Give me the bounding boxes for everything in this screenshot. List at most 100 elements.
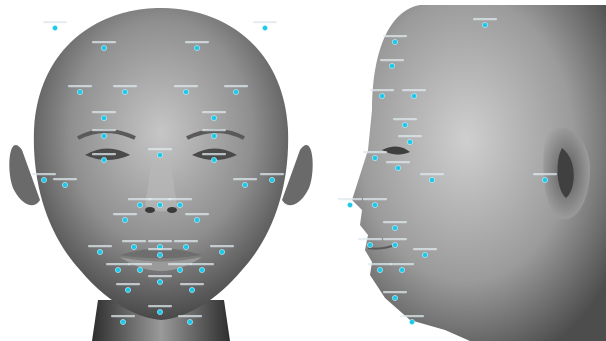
landmark-marker	[211, 133, 216, 138]
landmark-marker	[101, 115, 106, 120]
landmark-marker	[411, 93, 416, 98]
landmark-label-mark	[88, 245, 112, 247]
landmark-marker	[194, 45, 199, 50]
landmark-label-mark	[390, 263, 414, 265]
landmark-label-mark	[260, 173, 284, 175]
landmark-label-mark	[380, 59, 404, 61]
landmark-marker	[189, 287, 194, 292]
landmark-label-mark	[338, 198, 362, 200]
landmark-marker	[77, 89, 82, 94]
landmark-label-mark	[43, 21, 67, 23]
landmark-marker	[402, 122, 407, 127]
landmark-label-mark	[383, 35, 407, 37]
landmark-marker	[157, 152, 162, 157]
landmark-marker	[422, 252, 427, 257]
landmark-marker	[211, 157, 216, 162]
landmark-label-mark	[32, 173, 56, 175]
landmark-label-mark	[473, 18, 497, 20]
landmark-label-mark	[533, 173, 557, 175]
landmark-label-mark	[116, 283, 140, 285]
landmark-marker	[399, 267, 404, 272]
landmark-marker	[52, 25, 57, 30]
landmark-marker	[199, 267, 204, 272]
landmark-label-mark	[210, 245, 234, 247]
landmark-label-mark	[368, 263, 392, 265]
side-face	[352, 5, 606, 341]
landmark-marker	[115, 267, 120, 272]
landmark-marker	[177, 267, 182, 272]
landmark-label-mark	[400, 315, 424, 317]
landmark-label-mark	[420, 173, 444, 175]
landmark-label-mark	[224, 85, 248, 87]
landmark-marker	[131, 244, 136, 249]
landmark-marker	[120, 319, 125, 324]
landmark-label-mark	[148, 148, 172, 150]
landmark-label-mark	[386, 161, 410, 163]
landmark-marker	[377, 267, 382, 272]
landmark-label-mark	[398, 135, 422, 137]
landmark-label-mark	[253, 21, 277, 23]
landmark-marker	[372, 155, 377, 160]
landmark-marker	[347, 202, 352, 207]
landmark-marker	[183, 89, 188, 94]
landmark-marker	[482, 22, 487, 27]
landmark-marker	[211, 115, 216, 120]
landmark-label-mark	[148, 305, 172, 307]
landmark-marker	[157, 252, 162, 257]
landmark-marker	[219, 249, 224, 254]
landmark-marker	[242, 182, 247, 187]
landmark-marker	[389, 63, 394, 68]
landmark-label-mark	[363, 198, 387, 200]
landmark-label-mark	[92, 153, 116, 155]
landmark-label-mark	[202, 129, 226, 131]
landmark-marker	[407, 139, 412, 144]
landmark-marker	[392, 225, 397, 230]
landmark-marker	[429, 177, 434, 182]
landmark-label-mark	[383, 291, 407, 293]
landmark-marker	[101, 45, 106, 50]
landmark-marker	[395, 165, 400, 170]
landmark-marker	[409, 319, 414, 324]
landmark-marker	[187, 319, 192, 324]
landmark-label-mark	[178, 315, 202, 317]
landmark-marker	[137, 267, 142, 272]
landmark-label-mark	[180, 283, 204, 285]
landmark-marker	[379, 93, 384, 98]
landmark-label-mark	[413, 248, 437, 250]
landmark-label-mark	[190, 263, 214, 265]
landmark-label-mark	[92, 41, 116, 43]
landmark-marker	[101, 133, 106, 138]
landmark-marker	[177, 202, 182, 207]
landmark-marker	[233, 89, 238, 94]
landmark-marker	[183, 244, 188, 249]
landmark-label-mark	[53, 178, 77, 180]
landmark-marker	[41, 177, 46, 182]
landmark-label-mark	[106, 263, 130, 265]
landmark-marker	[392, 39, 397, 44]
landmark-label-mark	[113, 85, 137, 87]
landmark-marker	[392, 242, 397, 247]
landmark-label-mark	[92, 129, 116, 131]
landmark-label-mark	[92, 111, 116, 113]
landmark-label-mark	[383, 238, 407, 240]
landmark-marker	[269, 177, 274, 182]
landmark-label-mark	[185, 213, 209, 215]
landmark-label-mark	[68, 85, 92, 87]
landmark-label-mark	[383, 221, 407, 223]
landmark-marker	[157, 279, 162, 284]
landmark-label-mark	[174, 240, 198, 242]
landmark-label-mark	[363, 151, 387, 153]
landmark-marker	[194, 217, 199, 222]
front-nostril-left	[145, 207, 155, 213]
landmark-label-mark	[148, 240, 172, 242]
landmark-label-mark	[202, 111, 226, 113]
landmark-label-mark	[168, 198, 192, 200]
landmark-marker	[262, 25, 267, 30]
landmark-marker	[62, 182, 67, 187]
landmark-label-mark	[148, 275, 172, 277]
landmark-label-mark	[174, 85, 198, 87]
landmark-marker	[125, 287, 130, 292]
landmark-marker	[372, 202, 377, 207]
landmark-marker	[122, 217, 127, 222]
